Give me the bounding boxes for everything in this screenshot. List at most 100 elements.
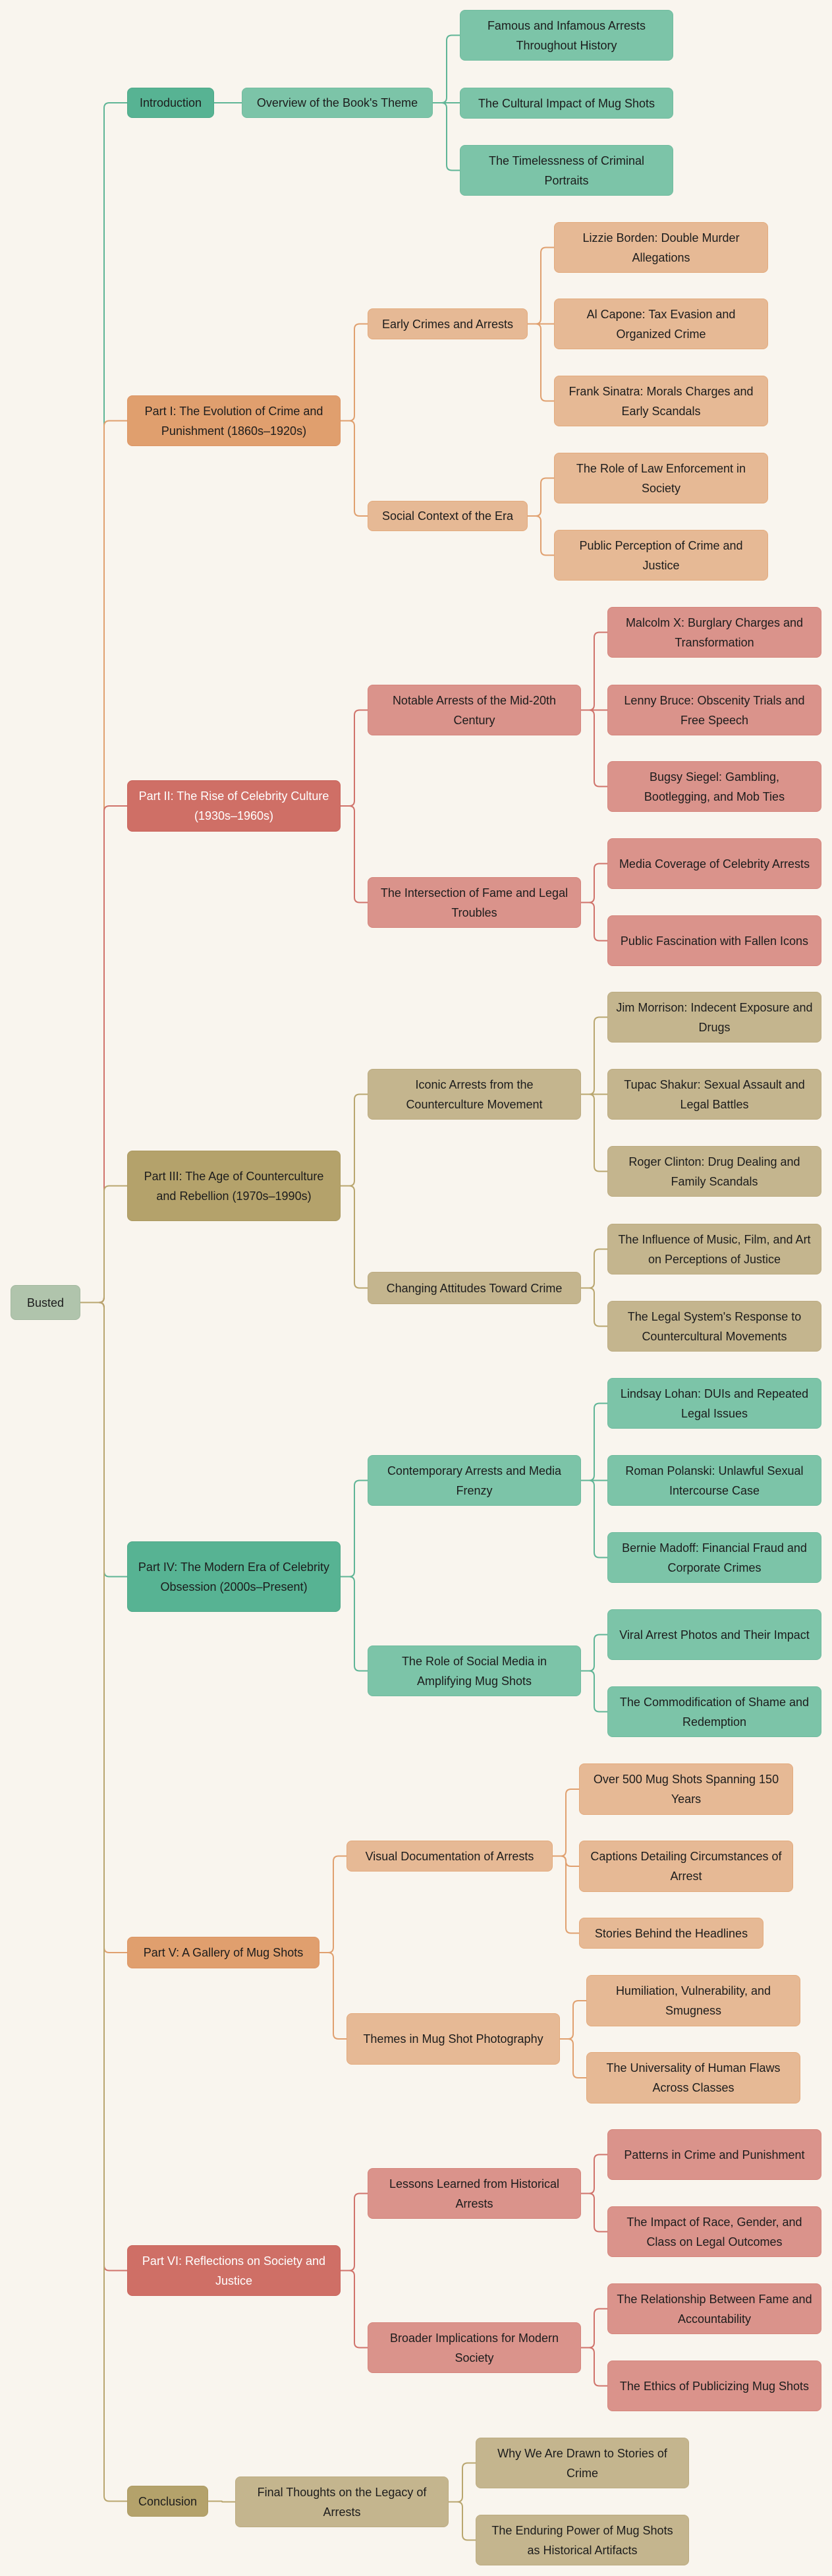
- subtopic-node-stories-behind-the-headlines: Stories Behind the Headlines: [579, 1918, 763, 1949]
- connector-line: [449, 2501, 476, 2541]
- connector-line: [581, 709, 607, 787]
- connector-line: [581, 631, 607, 711]
- connector-line: [581, 2347, 607, 2387]
- subtopic-node-public-perception-of-crime-and-justice: Public Perception of Crime and Justice: [554, 530, 768, 581]
- node-label: Final Thoughts on the Legacy of Arrests: [257, 2485, 427, 2519]
- section-node-conclusion: Conclusion: [127, 2486, 208, 2517]
- subtopic-node-bugsy-siegel-gambling-bootlegging-and-mob-ties: Bugsy Siegel: Gambling, Bootlegging, and…: [607, 761, 821, 812]
- node-label: Humiliation, Vulnerability, and Smugness: [615, 1984, 771, 2017]
- node-label: Public Perception of Crime and Justice: [579, 538, 743, 572]
- connector-line: [528, 246, 554, 325]
- subtopic-node-patterns-in-crime-and-punishment: Patterns in Crime and Punishment: [607, 2129, 821, 2180]
- connector-line: [581, 863, 607, 903]
- node-label: Frank Sinatra: Morals Charges and Early …: [569, 384, 754, 418]
- node-label: Changing Attitudes Toward Crime: [386, 1281, 563, 1295]
- node-label: Lindsay Lohan: DUIs and Repeated Legal I…: [620, 1387, 809, 1420]
- connector-line: [341, 1093, 368, 1187]
- node-label: Stories Behind the Headlines: [594, 1926, 748, 1940]
- node-label: Jim Morrison: Indecent Exposure and Drug…: [616, 1000, 813, 1034]
- subtopic-node-viral-arrest-photos-and-their-impact: Viral Arrest Photos and Their Impact: [607, 1609, 821, 1660]
- connector-line: [319, 1952, 347, 2040]
- topic-node-visual-documentation-of-arrests: Visual Documentation of Arrests: [347, 1841, 553, 1872]
- connector-line: [581, 2308, 607, 2349]
- subtopic-node-media-coverage-of-celebrity-arrests: Media Coverage of Celebrity Arrests: [607, 838, 821, 889]
- node-label: The Legal System's Response to Countercu…: [627, 1309, 802, 1343]
- topic-node-notable-arrests-of-the-mid-20th-century: Notable Arrests of the Mid-20th Century: [368, 685, 581, 735]
- node-label: Part IV: The Modern Era of Celebrity Obs…: [138, 1560, 330, 1593]
- connector-line: [581, 1670, 607, 1713]
- subtopic-node-jim-morrison-indecent-exposure-and-drugs: Jim Morrison: Indecent Exposure and Drug…: [607, 992, 821, 1043]
- node-label: The Universality of Human Flaws Across C…: [606, 2061, 781, 2094]
- connector-line: [581, 1634, 607, 1672]
- topic-node-contemporary-arrests-and-media-frenzy: Contemporary Arrests and Media Frenzy: [368, 1455, 581, 1506]
- node-label: The Timelessness of Criminal Portraits: [488, 154, 645, 187]
- node-label: Patterns in Crime and Punishment: [624, 2148, 805, 2161]
- node-label: The Cultural Impact of Mug Shots: [478, 96, 655, 110]
- node-label: Introduction: [139, 96, 202, 109]
- node-label: Part VI: Reflections on Society and Just…: [142, 2254, 326, 2287]
- node-label: Viral Arrest Photos and Their Impact: [619, 1628, 810, 1642]
- node-label: Conclusion: [138, 2494, 198, 2508]
- node-label: The Role of Social Media in Amplifying M…: [401, 1654, 547, 1688]
- subtopic-node-the-influence-of-music-film-and-art-on-perceptio: The Influence of Music, Film, and Art on…: [607, 1224, 821, 1274]
- topic-node-changing-attitudes-toward-crime: Changing Attitudes Toward Crime: [368, 1272, 581, 1304]
- subtopic-node-malcolm-x-burglary-charges-and-transformation: Malcolm X: Burglary Charges and Transfor…: [607, 607, 821, 658]
- connector-line: [553, 1789, 579, 1857]
- node-label: Part II: The Rise of Celebrity Culture (…: [138, 789, 329, 822]
- connector-line: [341, 1479, 368, 1578]
- node-label: Lessons Learned from Historical Arrests: [389, 2177, 560, 2210]
- node-label: Why We Are Drawn to Stories of Crime: [497, 2446, 667, 2480]
- topic-node-lessons-learned-from-historical-arrests: Lessons Learned from Historical Arrests: [368, 2168, 581, 2219]
- node-label: Broader Implications for Modern Society: [389, 2331, 559, 2364]
- node-label: The Intersection of Fame and Legal Troub…: [380, 886, 569, 919]
- connector-line: [433, 34, 460, 103]
- subtopic-node-the-universality-of-human-flaws-across-classes: The Universality of Human Flaws Across C…: [586, 2052, 800, 2104]
- node-label: Themes in Mug Shot Photography: [363, 2032, 543, 2046]
- connector-line: [560, 2000, 586, 2040]
- connector-line: [560, 2038, 586, 2078]
- subtopic-node-the-legal-system-s-response-to-countercultural-m: The Legal System's Response to Countercu…: [607, 1301, 821, 1352]
- connector-line: [341, 1576, 368, 1672]
- root-node-busted: Busted: [11, 1285, 80, 1320]
- node-label: Bugsy Siegel: Gambling, Bootlegging, and…: [644, 770, 785, 803]
- connector-line: [80, 1185, 127, 1303]
- node-label: Public Fascination with Fallen Icons: [620, 934, 809, 948]
- subtopic-node-tupac-shakur-sexual-assault-and-legal-battles: Tupac Shakur: Sexual Assault and Legal B…: [607, 1069, 821, 1120]
- connector-line: [341, 1185, 368, 1289]
- subtopic-node-lenny-bruce-obscenity-trials-and-free-speech: Lenny Bruce: Obscenity Trials and Free S…: [607, 685, 821, 735]
- connector-line: [581, 2154, 607, 2194]
- section-node-introduction: Introduction: [127, 88, 214, 118]
- connector-line: [581, 1402, 607, 1481]
- connector-line: [341, 323, 368, 422]
- node-label: The Enduring Power of Mug Shots as Histo…: [491, 2523, 673, 2557]
- topic-node-the-intersection-of-fame-and-legal-troubles: The Intersection of Fame and Legal Troub…: [368, 877, 581, 928]
- connector-line: [449, 2462, 476, 2503]
- subtopic-node-the-timelessness-of-criminal-portraits: The Timelessness of Criminal Portraits: [460, 145, 673, 196]
- node-label: Part III: The Age of Counterculture and …: [144, 1169, 324, 1203]
- node-label: The Role of Law Enforcement in Society: [576, 461, 746, 495]
- connector-line: [581, 1287, 607, 1327]
- subtopic-node-bernie-madoff-financial-fraud-and-corporate-crim: Bernie Madoff: Financial Fraud and Corpo…: [607, 1532, 821, 1583]
- node-label: The Influence of Music, Film, and Art on…: [618, 1232, 811, 1266]
- node-label: Bernie Madoff: Financial Fraud and Corpo…: [622, 1541, 807, 1574]
- subtopic-node-public-fascination-with-fallen-icons: Public Fascination with Fallen Icons: [607, 915, 821, 966]
- node-label: Lenny Bruce: Obscenity Trials and Free S…: [624, 693, 805, 727]
- connector-line: [581, 1093, 607, 1172]
- node-label: Al Capone: Tax Evasion and Organized Cri…: [586, 307, 736, 341]
- connector-line: [319, 1855, 347, 1953]
- section-node-part-vi-reflections-on-society-and-justice: Part VI: Reflections on Society and Just…: [127, 2245, 341, 2296]
- subtopic-node-the-relationship-between-fame-and-accountability: The Relationship Between Fame and Accoun…: [607, 2283, 821, 2334]
- topic-node-early-crimes-and-arrests: Early Crimes and Arrests: [368, 308, 528, 339]
- connector-line: [581, 1479, 607, 1559]
- topic-node-the-role-of-social-media-in-amplifying-mug-shots: The Role of Social Media in Amplifying M…: [368, 1646, 581, 1696]
- subtopic-node-the-ethics-of-publicizing-mug-shots: The Ethics of Publicizing Mug Shots: [607, 2361, 821, 2411]
- connector-line: [341, 709, 368, 807]
- node-label: Over 500 Mug Shots Spanning 150 Years: [593, 1773, 779, 1806]
- node-label: Part V: A Gallery of Mug Shots: [143, 1946, 304, 1959]
- node-label: Iconic Arrests from the Counterculture M…: [406, 1077, 543, 1111]
- topic-node-broader-implications-for-modern-society: Broader Implications for Modern Society: [368, 2322, 581, 2373]
- node-label: Famous and Infamous Arrests Throughout H…: [487, 18, 646, 52]
- connector-line: [341, 2270, 368, 2349]
- node-label: The Ethics of Publicizing Mug Shots: [619, 2379, 810, 2393]
